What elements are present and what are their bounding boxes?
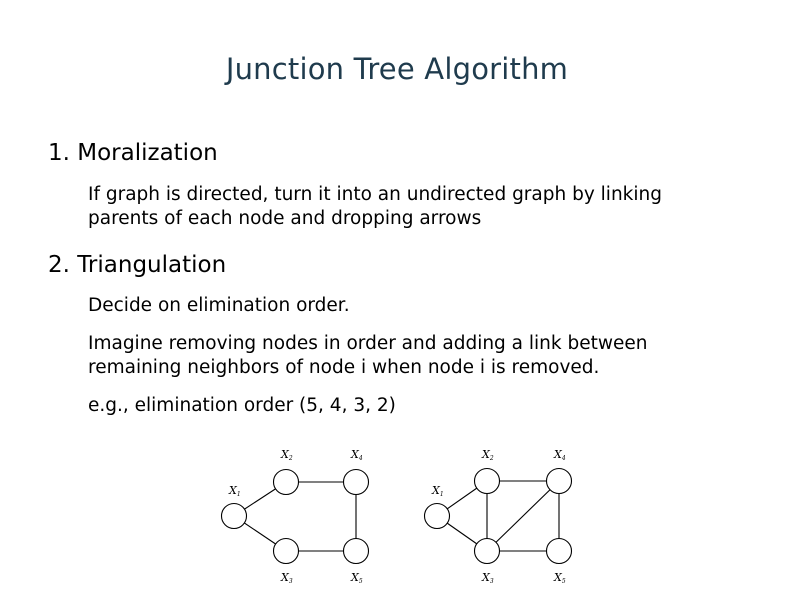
left-label-x4: X4 [350, 448, 363, 462]
right-node-x2 [473, 467, 501, 495]
left-node-x4 [342, 468, 370, 496]
section-1-line-2: parents of each node and dropping arrows [88, 208, 482, 229]
right-label-x2: X2 [481, 448, 494, 462]
right-label-x1: X1 [431, 484, 444, 498]
section-1-heading: 1. Moralization [48, 140, 218, 166]
section-2-line-2: Imagine removing nodes in order and addi… [88, 333, 648, 354]
left-node-x1 [220, 502, 248, 530]
right-node-x4 [545, 467, 573, 495]
left-label-x3: X3 [280, 571, 293, 585]
right-node-x1 [423, 502, 451, 530]
slide-title: Junction Tree Algorithm [225, 52, 569, 86]
right-label-x3: X3 [481, 571, 494, 585]
right-node-x3 [473, 537, 501, 565]
section-1-line-1: If graph is directed, turn it into an un… [88, 184, 662, 205]
section-2-line-1: Decide on elimination order. [88, 295, 350, 316]
left-label-x2: X2 [280, 448, 293, 462]
section-2-line-4: e.g., elimination order (5, 4, 3, 2) [88, 395, 396, 416]
left-node-x2 [272, 468, 300, 496]
left-label-x1: X1 [228, 484, 241, 498]
right-label-x4: X4 [553, 448, 566, 462]
left-node-x5 [342, 537, 370, 565]
right-label-x5: X5 [553, 571, 566, 585]
right-node-x5 [545, 537, 573, 565]
section-2-heading: 2. Triangulation [48, 252, 227, 278]
section-2-line-3: remaining neighbors of node i when node … [88, 357, 600, 378]
left-node-x3 [272, 537, 300, 565]
left-label-x5: X5 [350, 571, 363, 585]
right-edge-x3-x4 [486, 480, 560, 552]
